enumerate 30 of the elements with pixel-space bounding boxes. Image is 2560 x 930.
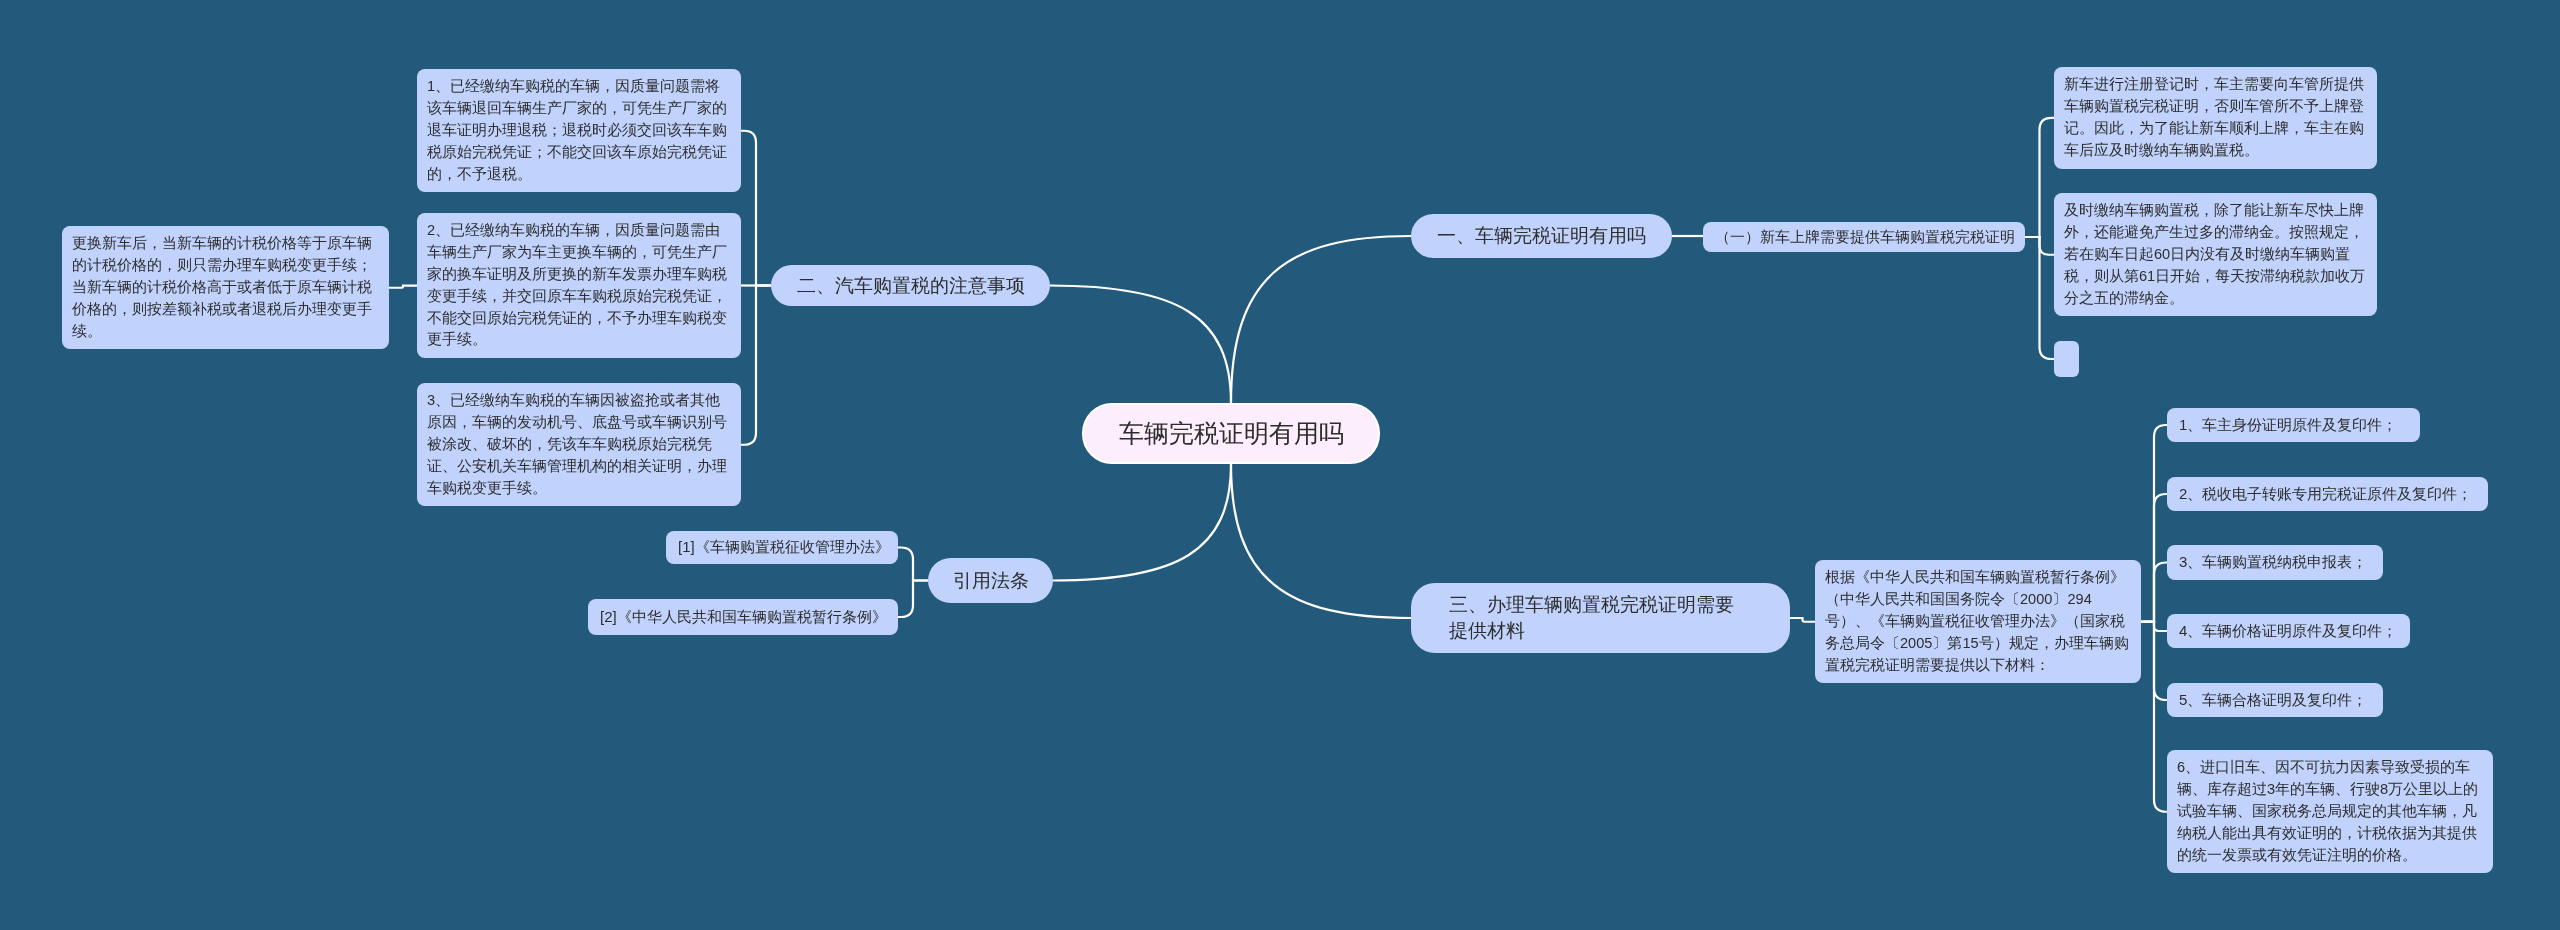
connector-line xyxy=(1229,463,1412,620)
connector-line xyxy=(898,579,928,619)
text-box: 2、已经缴纳车购税的车辆，因质量问题需由车辆生产厂家为车主更换车辆的，可凭生产厂家的换车证明及所更换的新车发票办理车购税变更手续，并交回原车车购税原始完税凭证，不能交回原始完税凭证的，不予办理车购税变更手续。 xyxy=(417,213,741,359)
topic-box: 二、汽车购置税的注意事项 xyxy=(771,265,1050,306)
connector-line xyxy=(1049,284,1233,404)
text-box: 更换新车后，当新车辆的计税价格等于原车辆的计税价格的，则只需办理车购税变更手续；当新车辆的计税价格高于或者低于原车辆计税价格的，则按差额补税或者退税后办理变更手续。 xyxy=(62,226,389,350)
connector-line xyxy=(1790,616,1815,623)
subtopic-box: 4、车辆价格证明原件及复印件； xyxy=(2167,614,2410,648)
text-box: 6、进口旧车、因不可抗力因素导致受损的车辆、库存超过3年的车辆、行驶8万公里以上的试验车辆、国家税务总局规定的其他车辆，凡纳税人能出具有效证明的，计税依据为其提供的统一发票或有效凭证注明的价格。 xyxy=(2167,750,2493,874)
connector-line xyxy=(741,284,771,446)
connector-line xyxy=(1672,234,1703,238)
subtopic-box: [2]《中华人民共和国车辆购置税暂行条例》 xyxy=(588,599,898,635)
subtopic-box: （一）新车上牌需要提供车辆购置税完税证明 xyxy=(1703,222,2025,252)
subtopic-box: 3、车辆购置税纳税申报表； xyxy=(2167,545,2383,580)
connector-line xyxy=(389,284,417,289)
text-box: 根据《中华人民共和国车辆购置税暂行条例》（中华人民共和国国务院令〔2000〕294号）、《车辆购置税征收管理办法》（国家税务总局令〔2005〕第15号）规定，办理车辆购置税完税证明需要提供以下材料： xyxy=(1815,560,2141,684)
text-box: 3、已经缴纳车购税的车辆因被盗抢或者其他原因，车辆的发动机号、底盘号或车辆识别号被涂改、破坏的，凭该车车购税原始完税凭证、公安机关车辆管理机构的相关证明，办理车购税变更手续。 xyxy=(417,383,741,507)
subtopic-box: 5、车辆合格证明及复印件； xyxy=(2167,683,2383,717)
topic-box: 三、办理车辆购置税完税证明需要提供材料 xyxy=(1411,583,1790,653)
text-box: 及时缴纳车辆购置税，除了能让新车尽快上牌外，还能避免产生过多的滞纳金。按照规定，若在购车日起60日内没有及时缴纳车辆购置税，则从第61日开始，每天按滞纳税款加收万分之五的滞纳金。 xyxy=(2054,193,2377,317)
empty-box xyxy=(2054,341,2079,377)
subtopic-box: [1]《车辆购置税征收管理办法》 xyxy=(666,531,898,564)
text-box: 新车进行注册登记时，车主需要向车管所提供车辆购置税完税证明，否则车管所不予上牌登记。因此，为了能让新车顺利上牌，车主在购车后应及时缴纳车辆购置税。 xyxy=(2054,67,2377,169)
subtopic-box: 1、车主身份证明原件及复印件； xyxy=(2167,408,2420,442)
topic-box: 引用法条 xyxy=(928,558,1053,603)
topic-box: 一、车辆完税证明有用吗 xyxy=(1411,214,1672,258)
central-topic: 车辆完税证明有用吗 xyxy=(1082,403,1380,464)
connector-line xyxy=(2141,620,2168,813)
subtopic-box: 2、税收电子转账专用完税证原件及复印件； xyxy=(2167,477,2488,511)
text-box: 1、已经缴纳车购税的车辆，因质量问题需将该车辆退回车辆生产厂家的，可凭生产厂家的退车证明办理退税；退税时必须交回该车车购税原始完税凭证；不能交回该车原始完税凭证的，不予退税。 xyxy=(417,69,741,193)
